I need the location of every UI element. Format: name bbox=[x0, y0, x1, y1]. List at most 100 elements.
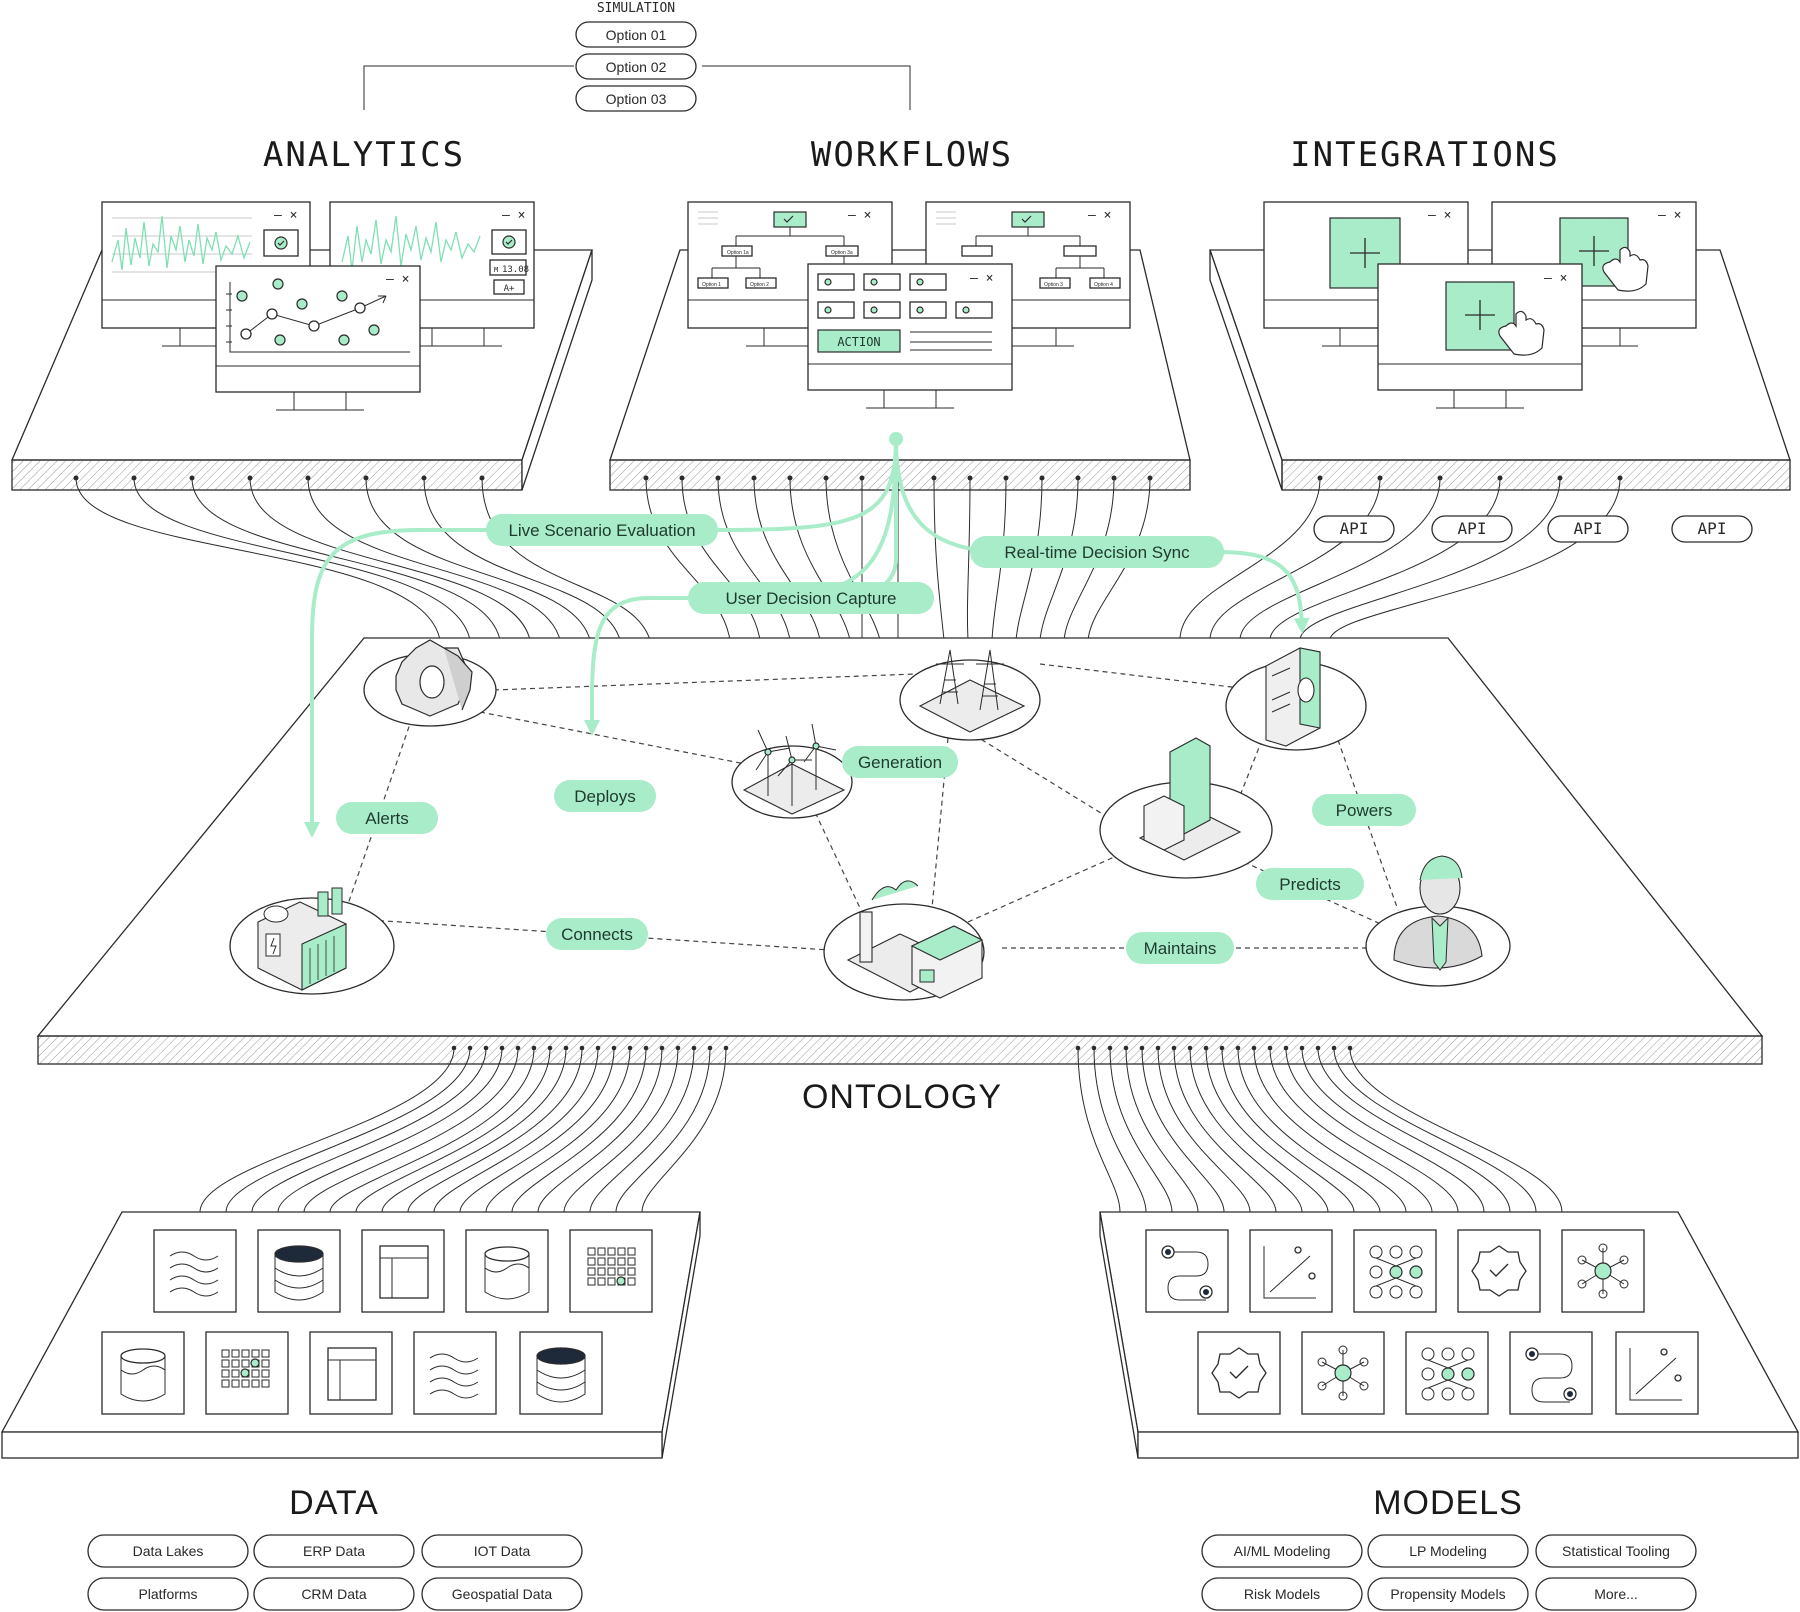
relation-generation[interactable]: Generation bbox=[842, 746, 958, 778]
model-tile-hub-2[interactable] bbox=[1301, 1331, 1385, 1415]
data-tile-database[interactable] bbox=[257, 1229, 341, 1313]
ontology-node-factory[interactable] bbox=[823, 880, 985, 1001]
model-tile-hub[interactable] bbox=[1561, 1229, 1645, 1313]
svg-text:More...: More... bbox=[1594, 1586, 1638, 1602]
simulation-option-1[interactable]: Option 01 bbox=[575, 21, 697, 48]
model-tile-network-2[interactable] bbox=[1405, 1331, 1489, 1415]
scatter-icon bbox=[1629, 1348, 1682, 1401]
ontology-node-substation[interactable] bbox=[229, 887, 395, 995]
gear-icon bbox=[443, 647, 473, 711]
svg-text:Connects: Connects bbox=[561, 925, 633, 944]
svg-text:— ×: — × bbox=[848, 208, 871, 223]
relation-maintains[interactable]: Maintains bbox=[1126, 932, 1234, 964]
relation-powers[interactable]: Powers bbox=[1312, 794, 1416, 826]
svg-text:Option 1a: Option 1a bbox=[727, 250, 749, 256]
hand-pointer-icon bbox=[1498, 310, 1545, 356]
model-pill-risk-models[interactable]: Risk Models bbox=[1201, 1577, 1363, 1611]
svg-text:— ×: — × bbox=[274, 208, 297, 223]
cable-endpoints-bottom bbox=[451, 1045, 1353, 1051]
waves-icon bbox=[429, 1353, 479, 1399]
model-pill-more[interactable]: More... bbox=[1535, 1577, 1697, 1611]
svg-text:CRM Data: CRM Data bbox=[301, 1586, 367, 1602]
model-tile-flow[interactable] bbox=[1145, 1229, 1229, 1313]
database-icon bbox=[274, 1245, 324, 1263]
svg-text:Option 2: Option 2 bbox=[750, 282, 769, 288]
lightning-icon bbox=[265, 933, 281, 957]
svg-text:IOT Data: IOT Data bbox=[474, 1543, 531, 1559]
gear-check-icon bbox=[1471, 1245, 1527, 1297]
workflow-action-label: ACTION bbox=[837, 335, 880, 349]
simulation-option-3[interactable]: Option 03 bbox=[575, 85, 697, 112]
svg-text:ERP Data: ERP Data bbox=[303, 1543, 365, 1559]
data-tile-database-2[interactable] bbox=[519, 1331, 603, 1415]
data-pill-crm-data[interactable]: CRM Data bbox=[253, 1577, 415, 1611]
model-pill-lp-modeling[interactable]: LP Modeling bbox=[1367, 1534, 1529, 1568]
data-pill-platforms[interactable]: Platforms bbox=[87, 1577, 249, 1611]
model-tile-network[interactable] bbox=[1353, 1229, 1437, 1313]
svg-text:Generation: Generation bbox=[858, 753, 942, 772]
data-pill-data-lakes[interactable]: Data Lakes bbox=[87, 1534, 249, 1568]
data-tile-waves[interactable] bbox=[153, 1229, 237, 1313]
ontology-node-server[interactable] bbox=[1225, 647, 1367, 751]
data-pill-erp-data[interactable]: ERP Data bbox=[253, 1534, 415, 1568]
data-pill-geospatial-data[interactable]: Geospatial Data bbox=[421, 1577, 583, 1611]
flow-user-decision-capture[interactable]: User Decision Capture bbox=[688, 582, 934, 614]
integration-cables bbox=[1179, 477, 1621, 641]
svg-text:— ×: — × bbox=[1428, 208, 1451, 223]
model-pill-ai-ml-modeling[interactable]: AI/ML Modeling bbox=[1201, 1534, 1363, 1568]
api-pill-2[interactable]: API bbox=[1431, 515, 1513, 543]
analytics-title: ANALYTICS bbox=[263, 135, 465, 175]
svg-text:Option 4: Option 4 bbox=[1094, 282, 1113, 288]
model-tile-scatter[interactable] bbox=[1249, 1229, 1333, 1313]
cylinder-icon bbox=[120, 1348, 166, 1364]
workflow-action-button[interactable] bbox=[817, 329, 901, 353]
svg-text:Predicts: Predicts bbox=[1279, 875, 1340, 894]
svg-text:Platforms: Platforms bbox=[138, 1586, 197, 1602]
ontology-node-transmission[interactable] bbox=[899, 649, 1041, 741]
svg-text:API: API bbox=[1574, 519, 1603, 538]
ontology-node-analytics-tower[interactable] bbox=[1099, 737, 1273, 879]
data-tile-table[interactable] bbox=[361, 1229, 445, 1313]
flow-live-scenario-evaluation[interactable]: Live Scenario Evaluation bbox=[486, 514, 718, 546]
svg-text:Option 02: Option 02 bbox=[606, 59, 667, 75]
flow-icon bbox=[1167, 1251, 1209, 1301]
svg-text:Option 3a: Option 3a bbox=[831, 250, 853, 256]
svg-text:— ×: — × bbox=[1544, 271, 1567, 286]
scatter-icon bbox=[1263, 1246, 1316, 1299]
model-tile-gear-check[interactable] bbox=[1457, 1229, 1541, 1313]
ontology-node-engineer[interactable] bbox=[1365, 855, 1511, 987]
relation-deploys[interactable]: Deploys bbox=[554, 780, 656, 812]
data-tile-waves-2[interactable] bbox=[413, 1331, 497, 1415]
svg-text:— ×: — × bbox=[1658, 208, 1681, 223]
model-tile-scatter-2[interactable] bbox=[1615, 1331, 1699, 1415]
model-tile-flow-2[interactable] bbox=[1509, 1331, 1593, 1415]
ontology-node-wind-farm[interactable] bbox=[731, 723, 853, 819]
model-pill-statistical-tooling[interactable]: Statistical Tooling bbox=[1535, 1534, 1697, 1568]
flow-real-time-decision-sync[interactable]: Real-time Decision Sync bbox=[970, 536, 1224, 568]
workflows-title: WORKFLOWS bbox=[811, 135, 1013, 175]
hand-pointer-icon bbox=[1602, 246, 1649, 292]
data-tile-grid[interactable] bbox=[569, 1229, 653, 1313]
api-pill-4[interactable]: API bbox=[1671, 515, 1753, 543]
simulation-label: SIMULATION bbox=[597, 1, 675, 16]
data-tile-cylinder[interactable] bbox=[465, 1229, 549, 1313]
ontology-node-gear[interactable] bbox=[363, 639, 497, 727]
speaker-icon bbox=[1297, 677, 1315, 703]
data-pill-iot-data[interactable]: IOT Data bbox=[421, 1534, 583, 1568]
svg-text:— ×: — × bbox=[502, 208, 525, 223]
data-tile-cylinder-2[interactable] bbox=[101, 1331, 185, 1415]
relation-connects[interactable]: Connects bbox=[546, 918, 648, 950]
simulation-option-2[interactable]: Option 02 bbox=[575, 53, 697, 80]
api-pill-3[interactable]: API bbox=[1547, 515, 1629, 543]
api-pill-1[interactable]: API bbox=[1313, 515, 1395, 543]
relation-alerts[interactable]: Alerts bbox=[336, 802, 438, 834]
table-icon bbox=[327, 1347, 377, 1401]
data-tile-grid-2[interactable] bbox=[205, 1331, 289, 1415]
svg-text:Option 1: Option 1 bbox=[702, 282, 721, 288]
model-pill-propensity-models[interactable]: Propensity Models bbox=[1367, 1577, 1529, 1611]
model-tile-gear-check-2[interactable] bbox=[1197, 1331, 1281, 1415]
relation-predicts[interactable]: Predicts bbox=[1256, 868, 1364, 900]
data-tile-table-2[interactable] bbox=[309, 1331, 393, 1415]
svg-text:Alerts: Alerts bbox=[365, 809, 408, 828]
